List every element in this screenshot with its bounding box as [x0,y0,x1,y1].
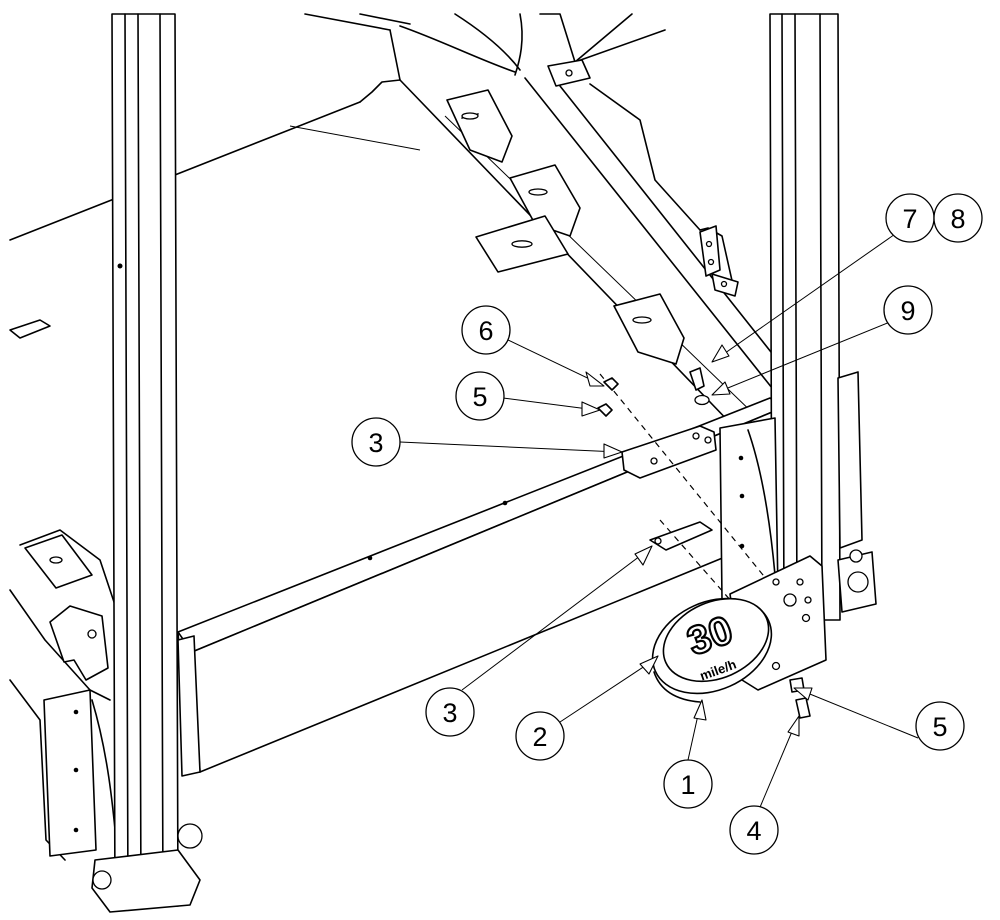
knife-plate [509,164,581,237]
item-balloon-2: 2 [515,711,565,761]
balloon-label: 1 [680,770,695,800]
item-balloon-8: 8 [933,193,983,243]
balloon-label: 7 [902,204,917,234]
balloon-label: 2 [532,722,547,752]
item-balloon-5: 5 [455,371,505,421]
item-balloon-3: 3 [351,417,401,467]
balloon-label: 5 [472,382,487,412]
item-balloon-5: 5 [915,701,965,751]
knife-plate [475,215,569,273]
frame-structure: 30 mile/h [9,13,877,913]
knife-plate [446,89,513,163]
item-balloon-7: 7 [885,193,935,243]
item-balloon-3: 3 [425,687,475,737]
balloon-label: 4 [746,816,761,846]
knife-plate [613,293,685,365]
balloon-label: 8 [950,204,965,234]
item-balloon-6: 6 [461,305,511,355]
item-balloon-9: 9 [883,285,933,335]
leader-lines [399,231,919,813]
balloon-label: 6 [478,316,493,346]
item-balloon-4: 4 [729,805,779,855]
balloon-label: 9 [900,296,915,326]
item-balloon-1: 1 [663,759,713,809]
speed-sign: 30 mile/h [651,597,773,703]
balloon-label: 3 [442,698,457,728]
balloon-label: 5 [932,712,947,742]
balloon-label: 3 [368,428,383,458]
